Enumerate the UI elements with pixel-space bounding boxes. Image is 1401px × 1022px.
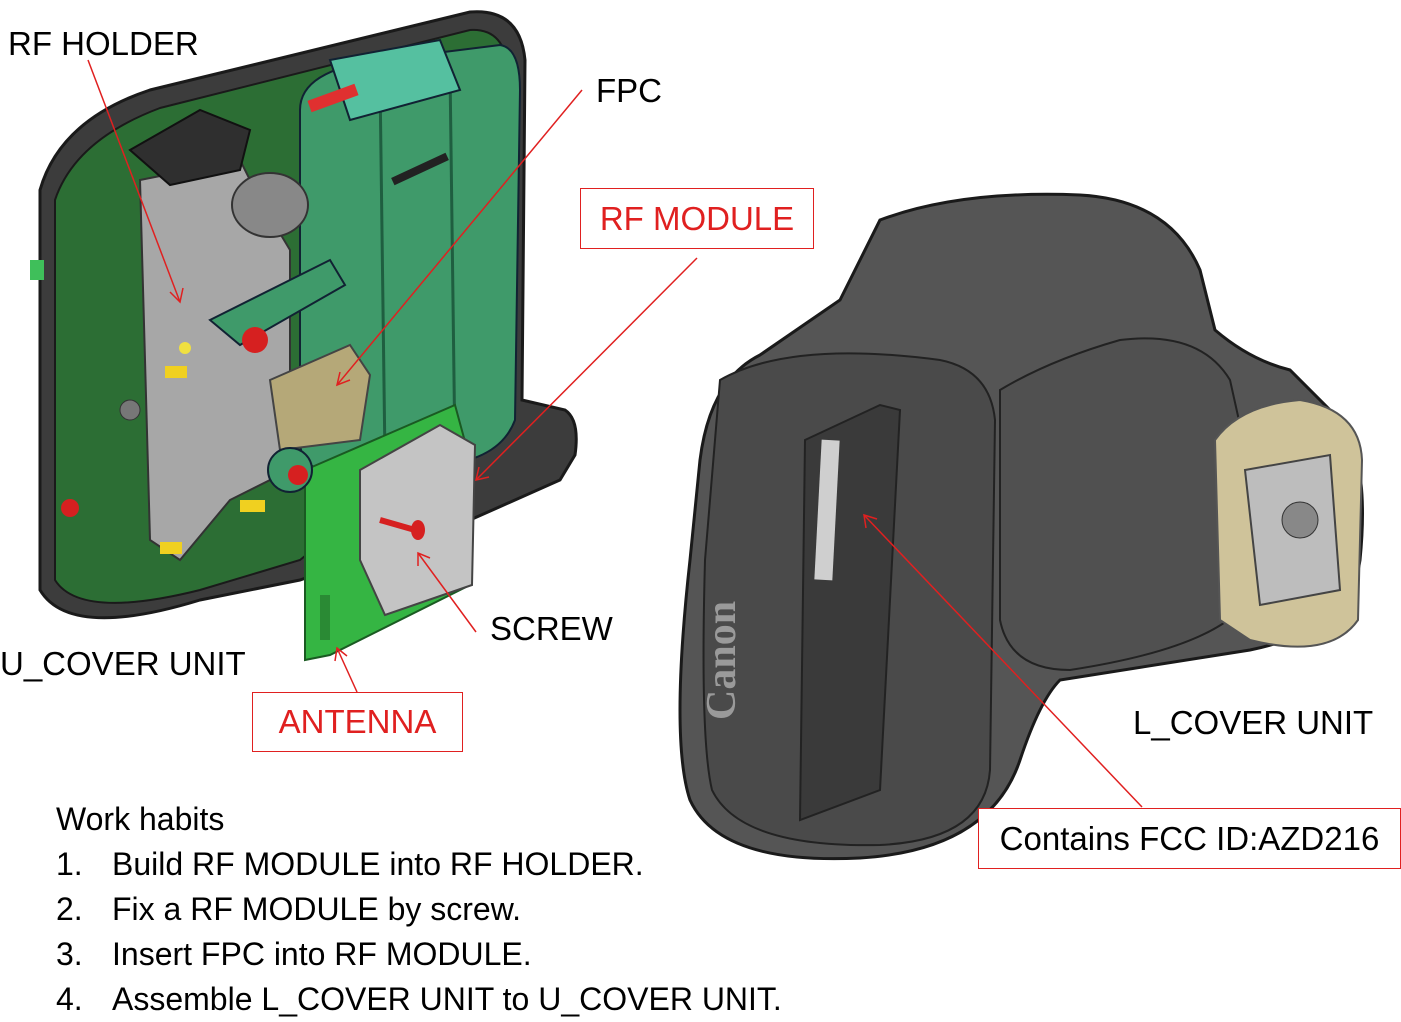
work-habits: Work habits 1. Build RF MODULE into RF HO… — [56, 796, 782, 1022]
canon-logo: Canon — [699, 601, 745, 720]
rf-module-shield — [267, 423, 477, 617]
step-number: 1. — [56, 846, 83, 882]
label-antenna: ANTENNA — [252, 692, 463, 752]
label-rf-holder: RF HOLDER — [8, 25, 199, 62]
step-item: 1. Build RF MODULE into RF HOLDER. — [56, 842, 782, 887]
step-number: 4. — [56, 981, 83, 1017]
fpc-strip — [268, 343, 372, 452]
label-screw: SCREW — [490, 610, 613, 647]
leader-fpc — [336, 89, 583, 386]
step-text: Fix a RF MODULE by screw. — [112, 891, 521, 927]
step-item: 3. Insert FPC into RF MODULE. — [56, 932, 782, 977]
label-fcc-id: Contains FCC ID:AZD216 — [978, 808, 1401, 869]
l-cover-unit-drawing: Canon — [678, 192, 1364, 861]
screw — [379, 517, 425, 540]
leader-rf-module — [475, 257, 698, 481]
arrowhead-antenna — [334, 646, 348, 662]
label-rf-module: RF MODULE — [580, 188, 814, 249]
arrowhead-rf-holder — [169, 287, 184, 304]
label-l-cover-unit: L_COVER UNIT — [1133, 704, 1374, 741]
step-number: 2. — [56, 891, 83, 927]
label-u-cover-unit: U_COVER UNIT — [0, 645, 246, 682]
arrowhead-fcc — [863, 513, 878, 529]
step-number: 3. — [56, 936, 83, 972]
step-item: 4. Assemble L_COVER UNIT to U_COVER UNIT. — [56, 977, 782, 1022]
arrowhead-fpc — [335, 371, 351, 387]
arrowhead-screw — [417, 551, 431, 566]
step-text: Insert FPC into RF MODULE. — [112, 936, 532, 972]
rf-holder-plate — [119, 108, 347, 562]
arrowhead-rf-module — [474, 466, 490, 482]
label-fpc: FPC — [596, 72, 662, 109]
leader-antenna — [336, 647, 358, 693]
step-item: 2. Fix a RF MODULE by screw. — [56, 887, 782, 932]
leader-rf-holder — [87, 59, 181, 303]
step-text: Assemble L_COVER UNIT to U_COVER UNIT. — [112, 981, 782, 1017]
work-habits-steps: 1. Build RF MODULE into RF HOLDER. 2. Fix … — [56, 842, 782, 1022]
step-text: Build RF MODULE into RF HOLDER. — [112, 846, 644, 882]
work-habits-title: Work habits — [56, 801, 225, 837]
callout-leaders — [87, 59, 1143, 808]
leader-fcc — [863, 514, 1143, 808]
u-cover-unit-drawing — [30, 10, 578, 662]
leader-screw — [417, 552, 477, 633]
